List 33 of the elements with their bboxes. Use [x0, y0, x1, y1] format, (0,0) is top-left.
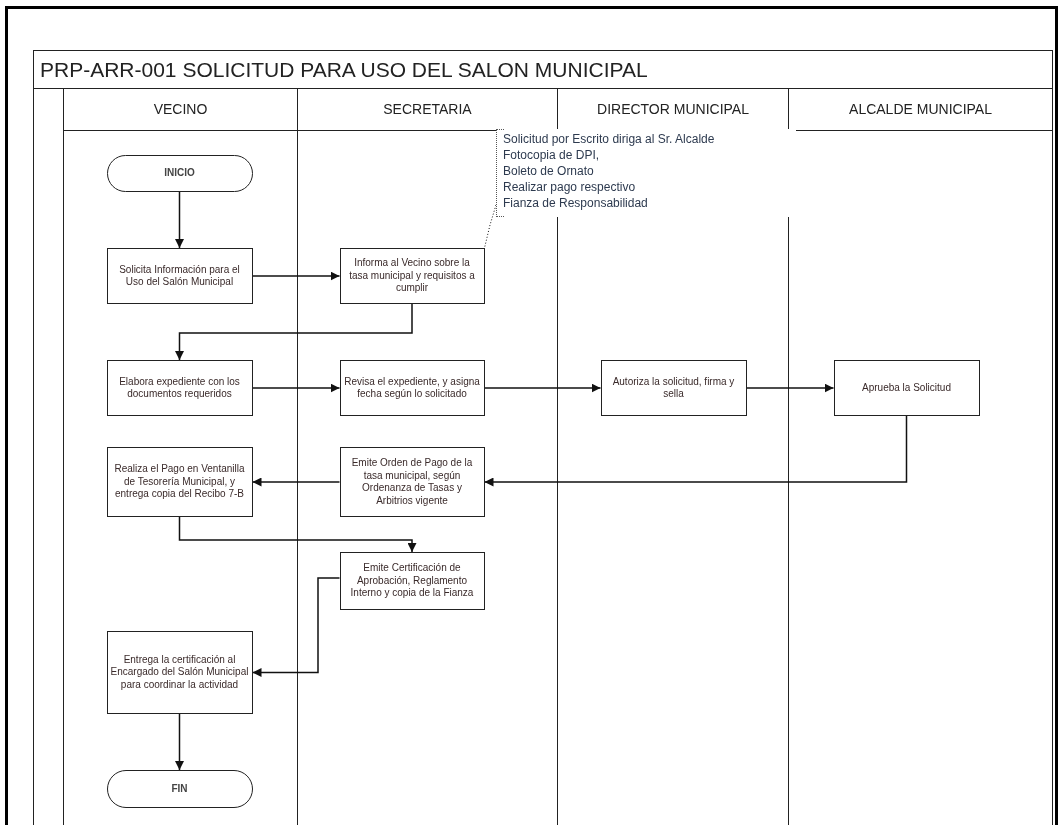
process-box: Informa al Vecino sobre la tasa municipal y requisitos a cumplir — [339, 248, 485, 304]
arrow — [178, 516, 417, 553]
terminal-node: INICIO — [106, 155, 253, 192]
lane-header: VECINO — [64, 88, 297, 131]
arrow — [251, 271, 341, 281]
requirement-text: Solicitud por Escrito diriga al Sr. Alcalde — [503, 131, 716, 147]
process-box: Autoriza la solicitud, firma y sella — [600, 360, 747, 416]
process-box: Aprueba la Solicitud — [833, 360, 980, 416]
process-box: Solicita Información para el Uso del Salón Municipal — [106, 248, 253, 304]
arrow — [251, 477, 341, 487]
requirement-text: Boleto de Ornato — [503, 163, 595, 179]
arrow — [483, 383, 602, 393]
arrow — [483, 415, 908, 487]
requirement-text: Fotocopia de DPI, — [503, 147, 601, 163]
arrow — [175, 713, 184, 771]
arrow — [251, 383, 341, 393]
process-box: Elabora expediente con los documentos requeridos — [106, 360, 253, 416]
process-box: Emite Orden de Pago de la tasa municipal, según Ordenanza de Tasas y Arbitrios vigente — [339, 447, 485, 517]
requirement-text: Fianza de Responsabilidad — [503, 195, 649, 211]
arrow — [175, 303, 413, 361]
diagram-title: PRP-ARR-001 SOLICITUD PARA USO DEL SALON MUNICIPAL — [40, 57, 648, 83]
process-box: Entrega la certificación al Encargado del Salón Municipal para coordinar la actividad — [106, 631, 253, 714]
arrow — [175, 191, 184, 249]
arrow — [745, 383, 835, 393]
process-box: Emite Certificación de Aprobación, Reglamento Interno y copia de la Fianza — [339, 552, 485, 610]
requirement-text: Realizar pago respectivo — [503, 179, 637, 195]
process-box: Realiza el Pago en Ventanilla de Tesorería Municipal, y entrega copia del Recibo 7-B — [106, 447, 253, 517]
leader-line — [484, 204, 497, 249]
swimlane — [63, 88, 298, 825]
process-box: Revisa el expediente, y asigna fecha según lo solicitado — [339, 360, 485, 416]
arrow — [251, 577, 341, 677]
lane-header: ALCALDE MUNICIPAL — [789, 88, 1052, 131]
terminal-node: FIN — [106, 770, 253, 808]
